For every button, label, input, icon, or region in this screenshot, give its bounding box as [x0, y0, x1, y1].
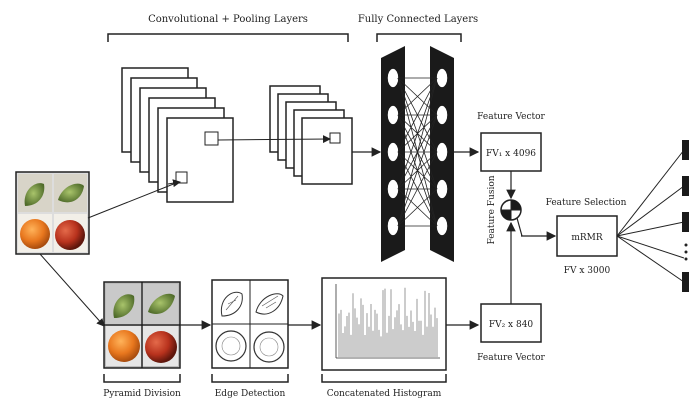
histogram-bars	[338, 287, 438, 357]
conv-feature-map-stack	[121, 67, 234, 203]
fc-label: Fully Connected Layers	[358, 14, 478, 25]
feature-fusion-label: Feature Fusion	[487, 175, 497, 244]
feature-vector-top-label: Feature Vector	[477, 112, 545, 122]
pyramid-bracket	[103, 374, 181, 383]
output-node	[682, 212, 689, 232]
apple-icon	[145, 331, 177, 363]
pyramid-division-label: Pyramid Division	[103, 389, 181, 399]
pyramid-division-image	[103, 281, 181, 369]
fv1-box	[480, 132, 542, 172]
output-node	[682, 272, 689, 292]
fv-out-label: FV x 3000	[564, 266, 611, 276]
feature-vector-bottom-label: Feature Vector	[477, 353, 545, 363]
fc-layers	[381, 46, 454, 262]
orange-icon	[108, 330, 140, 362]
fc-bracket	[376, 33, 462, 42]
output-node	[682, 176, 689, 196]
fv1-label: FV₁ x 4096	[486, 149, 536, 159]
histogram-bracket	[321, 374, 447, 383]
output-node	[682, 140, 689, 160]
input-image	[15, 171, 90, 255]
orange-icon	[20, 219, 50, 249]
edge-detection-image	[211, 279, 289, 369]
pool-feature-map-stack	[269, 85, 353, 185]
edge-detection-label: Edge Detection	[215, 389, 286, 399]
conv-to-pool-arrow	[217, 135, 331, 144]
fusion-node	[500, 199, 522, 221]
conv-pool-label: Convolutional + Pooling Layers	[148, 14, 308, 25]
output-classes	[616, 140, 689, 292]
edge-bracket	[211, 374, 289, 383]
concatenated-histogram-label: Concatenated Histogram	[327, 389, 442, 399]
fc-connections	[397, 77, 438, 227]
apple-icon	[55, 220, 85, 250]
fv2-label: FV₂ x 840	[489, 320, 534, 330]
input-to-pyramid-arrow	[39, 253, 105, 327]
leaf-icon	[148, 293, 175, 315]
mrmr-box	[556, 215, 618, 257]
leaf-icon	[24, 183, 45, 206]
mrmr-label: mRMR	[571, 233, 603, 243]
input-to-conv-line	[87, 182, 177, 219]
conv-pool-bracket	[107, 33, 349, 42]
feature-selection-label: Feature Selection	[546, 198, 627, 208]
leaf-icon	[58, 183, 84, 203]
leaf-icon	[113, 294, 135, 318]
concatenated-histogram-image	[321, 277, 447, 371]
